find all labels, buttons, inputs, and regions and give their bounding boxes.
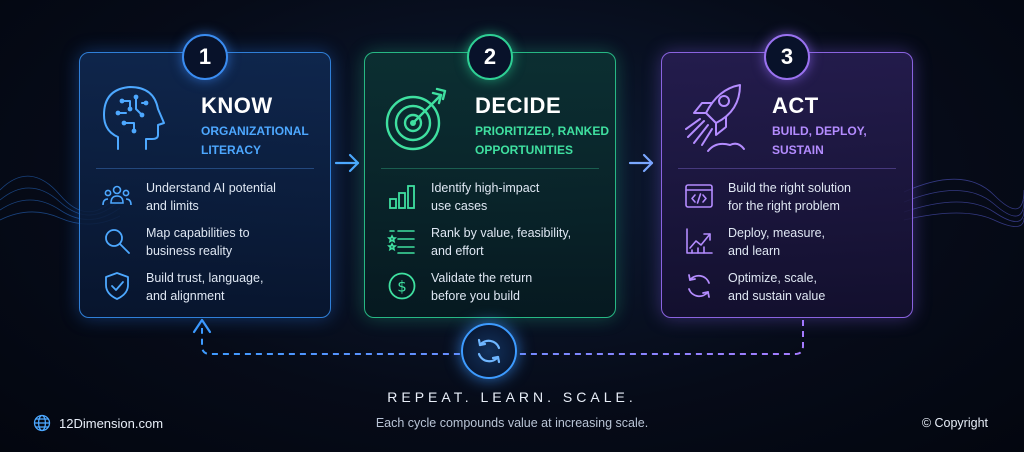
ai-head-icon: [103, 86, 165, 150]
card-divider: [678, 168, 896, 169]
act-card: 3 ACT BUILD, DEPLOY, SUSTAIN Build the: [661, 34, 913, 318]
card-divider: [96, 168, 314, 169]
list-item: $ Validate the return before you build: [387, 269, 605, 314]
tagline: REPEAT. LEARN. SCALE.: [387, 389, 637, 405]
card-title: ACT: [772, 93, 819, 118]
arrow-right-icon: [628, 153, 654, 173]
cycle-refresh-button[interactable]: [461, 323, 517, 379]
card-item-list: Identify high-impact use cases Rank by v…: [387, 179, 605, 314]
caption: Each cycle compounds value at increasing…: [375, 416, 649, 430]
step-number-badge: 2: [467, 34, 513, 80]
growth-chart-icon: [686, 228, 713, 254]
right-wave-decoration: [904, 178, 1024, 227]
card-item-list: Build the right solution for the right p…: [684, 179, 902, 314]
magnifier-icon: [105, 229, 130, 254]
card-title: DECIDE: [475, 93, 562, 118]
card-subtitle: ORGANIZATIONAL LITERACY: [201, 124, 309, 157]
code-window-icon: [685, 184, 713, 208]
refresh-icon: [688, 274, 710, 298]
card-title: KNOW: [201, 93, 273, 118]
arrow-right-icon: [334, 153, 360, 173]
list-item: Build the right solution for the right p…: [684, 179, 902, 224]
dollar-icon: $: [388, 272, 416, 300]
step-number-badge: 3: [764, 34, 810, 80]
shield-check-icon: [105, 272, 129, 300]
list-item: Optimize, scale, and sustain value: [684, 269, 902, 314]
globe-icon: [33, 414, 51, 432]
card-divider: [381, 168, 599, 169]
list-item: Rank by value, feasibility, and effort: [387, 224, 605, 269]
site-name: 12Dimension.com: [59, 415, 164, 431]
site-link[interactable]: 12Dimension.com: [33, 414, 163, 432]
ranked-list-icon: [387, 230, 415, 254]
list-item: Build trust, language, and alignment: [102, 269, 320, 314]
rocket-icon: [685, 84, 745, 152]
cycle-icon: [477, 338, 501, 364]
people-icon: [102, 185, 132, 206]
card-subtitle: PRIORITIZED, RANKED OPPORTUNITIES: [475, 124, 610, 157]
card-item-list: Understand AI potential and limits Map c…: [102, 179, 320, 314]
bar-chart-icon: [389, 185, 415, 209]
copyright-text: © Copyright: [921, 416, 988, 430]
list-item: Map capabilities to business reality: [102, 224, 320, 269]
svg-text:$: $: [397, 278, 407, 296]
step-number-badge: 1: [182, 34, 228, 80]
list-item: Identify high-impact use cases: [387, 179, 605, 224]
card-subtitle: BUILD, DEPLOY, SUSTAIN: [772, 124, 867, 157]
decide-card: 2 DECIDE PRIORITIZED, RANKED OPPORTUNITI…: [364, 34, 616, 318]
list-item: Understand AI potential and limits: [102, 179, 320, 224]
target-icon: [385, 87, 447, 151]
know-card: 1 KNOW ORGANIZATIONAL LITERACY: [79, 34, 331, 318]
list-item: Deploy, measure, and learn: [684, 224, 902, 269]
